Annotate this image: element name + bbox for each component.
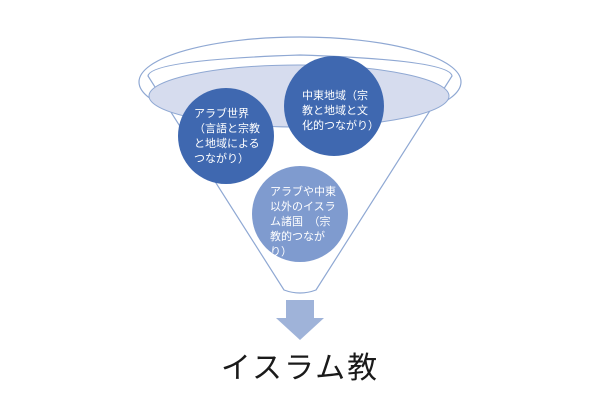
circle-arab-world-label: アラブ世界（言語と宗教と地域によるつながり） [194, 107, 260, 165]
circle-middle-east [284, 56, 384, 156]
circle-other-islamic [252, 166, 348, 262]
arrow-down-icon [276, 300, 324, 340]
circle-middle-east-label: 中東地域（宗教と地域と文化的つながり） [302, 89, 379, 132]
circle-other-islamic-label: アラブや中東以外のイスラム諸国 （宗教的つながり） [270, 185, 336, 258]
circle-arab-world [178, 88, 274, 184]
result-title: イスラム教 [220, 351, 380, 386]
